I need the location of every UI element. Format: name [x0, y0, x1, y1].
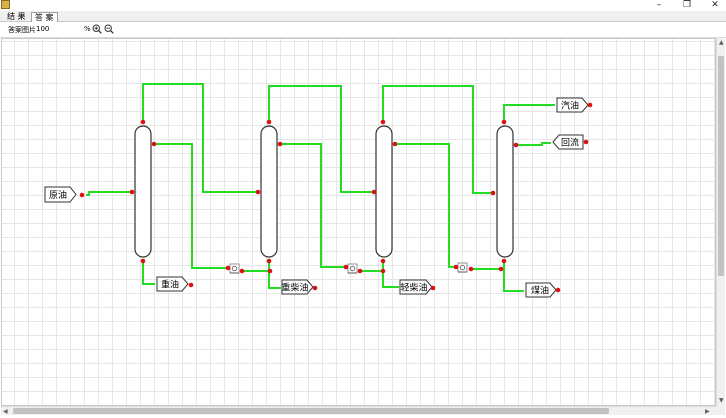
port-dot[interactable]	[129, 189, 135, 195]
port-dot[interactable]	[188, 282, 194, 288]
tag-heavy-diesel-label: 重柴油	[281, 282, 308, 294]
port-dot[interactable]	[587, 102, 593, 108]
port-dot[interactable]	[79, 192, 85, 198]
port-dot[interactable]	[380, 258, 386, 264]
pipe-col2-top	[268, 85, 375, 193]
column-1[interactable]	[134, 125, 152, 258]
port-dot[interactable]	[430, 285, 436, 291]
port-dot[interactable]	[453, 264, 459, 270]
tag-reflux-label: 回流	[561, 137, 579, 149]
port-dot[interactable]	[312, 285, 318, 291]
tag-gasoline-label: 汽油	[561, 100, 579, 112]
column-2[interactable]	[260, 125, 278, 258]
vertical-scroll-thumb[interactable]	[718, 56, 724, 276]
scroll-corner	[716, 406, 725, 415]
port-dot[interactable]	[343, 264, 349, 270]
port-dot[interactable]	[392, 141, 398, 147]
horizontal-scroll-thumb[interactable]	[13, 408, 609, 414]
port-dot[interactable]	[490, 190, 496, 196]
tab-result[interactable]: 结 果	[7, 12, 26, 21]
port-dot[interactable]	[371, 189, 377, 195]
tag-feed-label: 原油	[49, 189, 67, 201]
tag-heavy-oil-label: 重油	[161, 279, 179, 291]
pipe-col1-top	[142, 83, 258, 193]
process-flow-diagram: 原油 重油 重柴油 轻柴油 汽油 回流	[44, 83, 593, 298]
pipe-col3-bottom	[382, 261, 399, 288]
zoom-unit: %	[84, 25, 91, 33]
port-dot[interactable]	[225, 265, 231, 271]
pipe-reflux	[516, 142, 551, 146]
tab-answer[interactable]: 答 案	[31, 12, 58, 22]
pipe-col3-top	[382, 85, 493, 194]
scroll-right-icon[interactable]: ▶	[705, 408, 710, 415]
port-dot[interactable]	[266, 258, 272, 264]
tag-light-diesel[interactable]: 轻柴油	[399, 279, 433, 295]
pipe-col3-side	[395, 143, 457, 268]
close-icon[interactable]: ✕	[711, 0, 719, 10]
columns	[134, 125, 514, 258]
tab-strip: 结 果 答 案	[0, 11, 726, 22]
zoom-input[interactable]: 100	[36, 25, 50, 33]
pipes	[86, 83, 555, 292]
pump-icon[interactable]	[457, 262, 468, 273]
scroll-down-icon[interactable]: ▼	[719, 397, 724, 404]
port-dot[interactable]	[380, 268, 386, 274]
port-dot[interactable]	[267, 268, 273, 274]
answer-image-label: 答案图片	[8, 26, 36, 34]
pipe-col4-top	[503, 104, 555, 122]
app-icon	[1, 0, 10, 9]
pipe-feed	[86, 191, 132, 196]
zoom-out-icon[interactable]	[104, 24, 114, 34]
column-3[interactable]	[375, 125, 393, 258]
zoom-in-icon[interactable]	[92, 24, 102, 34]
scroll-left-icon[interactable]: ◀	[3, 408, 8, 415]
port-dot[interactable]	[380, 119, 386, 125]
ports	[79, 102, 593, 293]
port-dot[interactable]	[555, 287, 561, 293]
pipe-col2-side	[280, 143, 347, 268]
tag-light-diesel-label: 轻柴油	[400, 282, 427, 294]
minimize-icon[interactable]: –	[656, 0, 662, 10]
toolbar: 答案图片 100 %	[0, 22, 726, 38]
tag-kerosene-label: 煤油	[531, 285, 549, 297]
tag-reflux[interactable]: 回流	[552, 134, 584, 150]
tag-kerosene[interactable]: 煤油	[525, 282, 557, 298]
vertical-scrollbar[interactable]: ▲ ▼	[716, 38, 725, 406]
port-dot[interactable]	[255, 189, 261, 195]
tag-gasoline[interactable]: 汽油	[556, 97, 589, 113]
port-dot[interactable]	[501, 258, 507, 264]
port-dot[interactable]	[239, 268, 245, 274]
stream-tags: 原油 重油 重柴油 轻柴油 汽油 回流	[44, 97, 589, 298]
port-dot[interactable]	[513, 142, 519, 148]
column-4[interactable]	[496, 125, 514, 258]
port-dot[interactable]	[140, 258, 146, 264]
port-dot[interactable]	[140, 119, 146, 125]
port-dot[interactable]	[498, 266, 504, 272]
title-bar: – ❐ ✕	[0, 0, 726, 11]
tag-heavy-oil[interactable]: 重油	[156, 276, 189, 292]
port-dot[interactable]	[151, 141, 157, 147]
tag-heavy-diesel[interactable]: 重柴油	[281, 279, 314, 295]
pipe-col2-bottom	[268, 261, 281, 289]
port-dot[interactable]	[277, 141, 283, 147]
tag-feed[interactable]: 原油	[44, 186, 77, 203]
pump-icon[interactable]	[347, 263, 358, 274]
port-dot[interactable]	[266, 119, 272, 125]
port-dot[interactable]	[468, 266, 474, 272]
horizontal-scrollbar[interactable]: ◀ ▶	[1, 406, 716, 415]
port-dot[interactable]	[501, 119, 507, 125]
pipe-col1-bottom	[142, 261, 155, 285]
pipe-col1-side	[154, 143, 230, 269]
port-dot[interactable]	[583, 139, 589, 145]
diagram-canvas[interactable]: 原油 重油 重柴油 轻柴油 汽油 回流	[1, 38, 716, 406]
pipe-col4-bottom	[503, 261, 524, 292]
port-dot[interactable]	[357, 268, 363, 274]
scroll-up-icon[interactable]: ▲	[719, 39, 724, 46]
restore-icon[interactable]: ❐	[682, 0, 692, 10]
pump-icon[interactable]	[229, 263, 240, 274]
window-controls: – ❐ ✕	[652, 0, 722, 11]
